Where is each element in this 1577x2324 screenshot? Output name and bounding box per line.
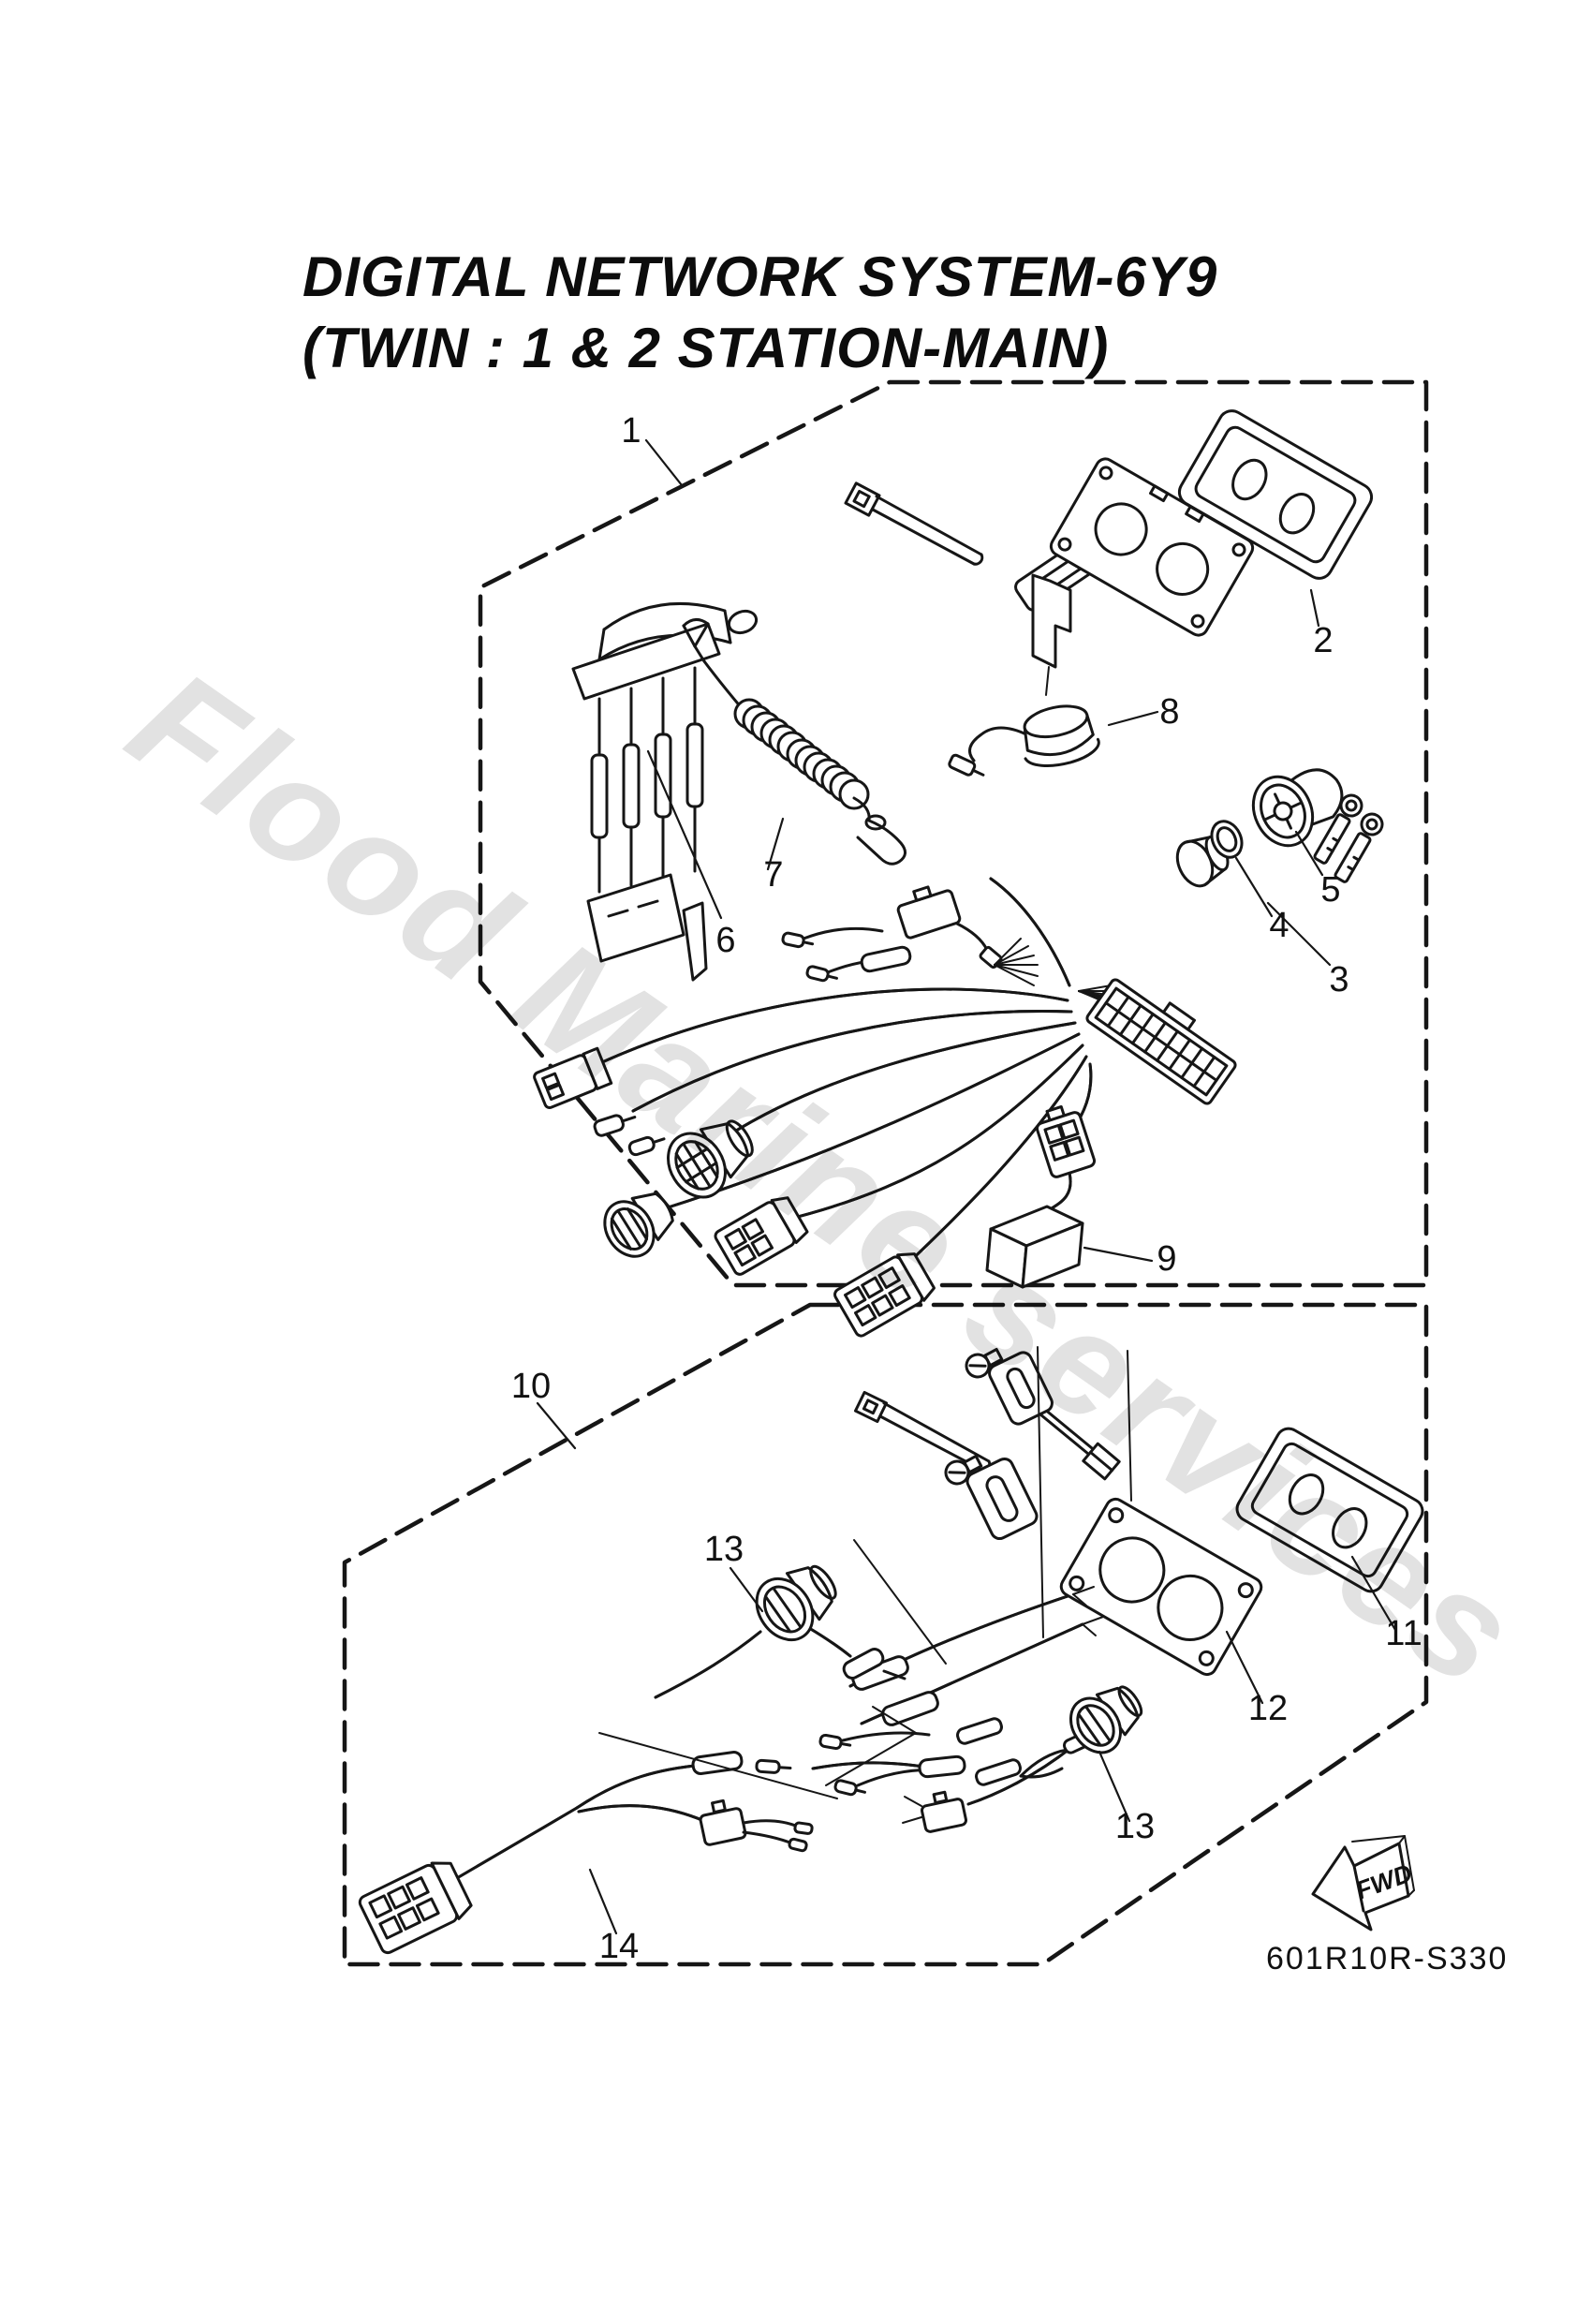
bullet-terminal xyxy=(781,931,815,949)
screw xyxy=(965,1347,1004,1379)
clamp-bracket xyxy=(988,1351,1054,1426)
round-connector-13a xyxy=(755,1564,837,1642)
branch-connector-14 xyxy=(699,1799,747,1846)
callout-2: 2 xyxy=(1313,621,1333,660)
title-line-1: DIGITAL NETWORK SYSTEM-6Y9 xyxy=(302,245,1217,308)
gasket-plate-12 xyxy=(1059,1497,1263,1677)
switch-body-3 xyxy=(1175,835,1230,888)
callouts: 1 2 3 4 5 6 7 8 9 10 11 12 13 13 14 xyxy=(511,411,1422,1966)
washer-4 xyxy=(1210,820,1244,859)
rect-connector-c xyxy=(714,1196,809,1276)
lanyard-cord-7 xyxy=(682,618,906,866)
page-title: DIGITAL NETWORK SYSTEM-6Y9 (TWIN : 1 & 2… xyxy=(302,245,1217,379)
tee-connector xyxy=(921,1790,967,1833)
bullet-terminal xyxy=(793,1821,814,1835)
bullet-terminal xyxy=(593,1114,637,1137)
callout-12: 12 xyxy=(1248,1689,1288,1728)
bullet-terminal xyxy=(818,1733,852,1751)
six-pin-connector-14 xyxy=(358,1861,473,1955)
title-line-2: (TWIN : 1 & 2 STATION-MAIN) xyxy=(302,317,1109,379)
key-switch-5 xyxy=(1251,768,1384,883)
callout-9: 9 xyxy=(1157,1239,1176,1279)
shrink-sleeve xyxy=(975,1758,1022,1786)
callout-leaders xyxy=(536,438,1397,1935)
callout-13a: 13 xyxy=(704,1530,744,1569)
callout-10: 10 xyxy=(511,1367,551,1406)
bullet-terminal xyxy=(833,1779,866,1797)
callout-13b: 13 xyxy=(1115,1807,1155,1846)
bullet-terminal xyxy=(805,965,838,983)
callout-5: 5 xyxy=(1320,870,1340,910)
panel-cover-11 xyxy=(1235,1427,1424,1593)
panel-cover-2 xyxy=(1177,409,1374,580)
main-switch-assembly-6 xyxy=(571,601,759,982)
callout-6: 6 xyxy=(715,921,735,960)
bullet-terminal xyxy=(755,1758,792,1774)
diagram-code: 601R10R-S330 xyxy=(1266,1941,1508,1976)
clamp-bracket xyxy=(965,1457,1039,1541)
shrink-sleeve xyxy=(956,1717,1003,1745)
screw xyxy=(944,1454,983,1486)
inline-connector xyxy=(896,885,962,940)
round-connector-13b xyxy=(1069,1685,1143,1754)
cable-tie-1 xyxy=(844,481,984,566)
shrink-sleeve xyxy=(881,1691,939,1726)
bullet-terminal xyxy=(627,1135,666,1157)
callout-8: 8 xyxy=(1159,692,1179,732)
relay-box-9 xyxy=(985,1205,1084,1289)
callout-7: 7 xyxy=(763,855,783,895)
station1-boundary xyxy=(478,379,1429,1288)
multi-pin-connector xyxy=(1078,978,1237,1105)
two-pin-connector xyxy=(533,1046,613,1110)
rect-connector-d xyxy=(833,1252,936,1338)
station2-boundary xyxy=(342,1302,1429,1967)
callout-11: 11 xyxy=(1385,1614,1422,1653)
gasket-plate-top xyxy=(1049,457,1255,637)
bullet-terminal xyxy=(788,1837,808,1853)
round-connector-a xyxy=(667,1119,754,1199)
mount-bracket xyxy=(1031,573,1072,696)
callout-14: 14 xyxy=(599,1927,639,1966)
shrink-sleeve xyxy=(842,1648,885,1680)
shrink-sleeve xyxy=(860,945,912,973)
stop-switch-cap-8 xyxy=(948,704,1100,777)
callout-1: 1 xyxy=(621,411,641,451)
callout-3: 3 xyxy=(1329,960,1349,999)
relay-connector xyxy=(1035,1104,1097,1178)
fwd-arrow-flag xyxy=(1311,1835,1415,1932)
round-connector-b xyxy=(603,1192,674,1258)
callout-4: 4 xyxy=(1269,906,1289,945)
shrink-sleeve xyxy=(918,1754,966,1779)
wire-broom xyxy=(994,938,1039,986)
